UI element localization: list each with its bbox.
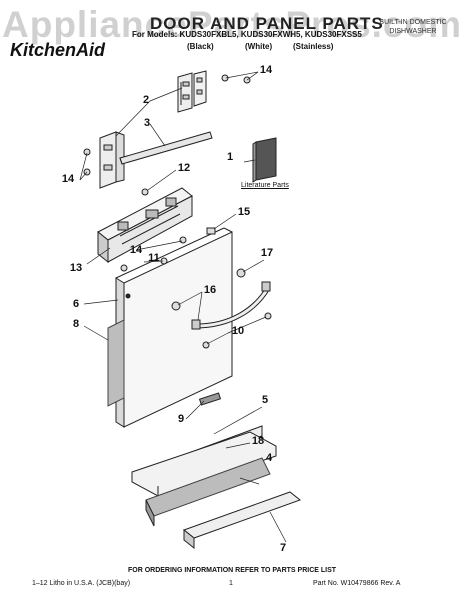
callout-16: 16 (203, 284, 217, 296)
callout-14a: 14 (129, 244, 143, 256)
callout-8: 8 (72, 318, 80, 330)
literature-parts (252, 137, 277, 183)
callout-14c: 14 (259, 64, 273, 76)
leader-lines (79, 71, 287, 543)
brand-logo: KitchenAid (10, 40, 106, 60)
callout-11: 11 (148, 252, 160, 264)
door-insulation (107, 319, 125, 407)
callout-18: 18 (251, 435, 265, 447)
toe-panel (131, 431, 277, 497)
callout-17: 17 (260, 247, 274, 259)
variant-stainless: (Stainless) (293, 42, 334, 51)
page-title: DOOR AND PANEL PARTS (150, 14, 384, 33)
callout-1: 1 (226, 151, 234, 163)
callout-13: 13 (69, 262, 83, 274)
appliance-type: BUILT-IN DOMESTIC DISHWASHER (379, 19, 447, 35)
kick-insulation (145, 457, 271, 527)
callout-6: 6 (72, 298, 80, 310)
callout-9: 9 (177, 413, 185, 425)
vent-bracket-right (177, 72, 193, 113)
vent-channel (119, 131, 213, 165)
ordering-note: FOR ORDERING INFORMATION REFER TO PARTS … (127, 567, 337, 574)
vent-bracket-right-2 (193, 70, 207, 107)
footer-page-number: 1 (229, 580, 233, 587)
variant-black: (Black) (187, 42, 214, 51)
callout-3: 3 (143, 117, 151, 129)
callout-4: 4 (265, 452, 273, 464)
callout-5: 5 (261, 394, 269, 406)
callout-10: 10 (231, 325, 245, 337)
watermark: AppliancePartsPros.com (2, 4, 462, 45)
control-panel-assembly (97, 187, 193, 264)
callout-7: 7 (279, 542, 287, 554)
variant-white: (White) (245, 42, 273, 51)
literature-parts-label: Literature Parts (241, 182, 289, 189)
door-handle (191, 281, 271, 330)
callout-14b: 14 (61, 173, 75, 185)
model-badge (198, 392, 222, 406)
models-line: For Models: KUDS30FXBL5, KUDS30FXWH5, KU… (132, 30, 362, 39)
footer-part-number: Part No. W10479866 Rev. A (313, 580, 401, 587)
callout-15: 15 (237, 206, 251, 218)
callout-2: 2 (142, 94, 150, 106)
vent-bracket-left (99, 131, 125, 189)
toe-plate (182, 491, 302, 550)
footer-litho: 1–12 Litho in U.S.A. (JCB)(bay) (32, 580, 131, 587)
callout-12: 12 (177, 162, 191, 174)
